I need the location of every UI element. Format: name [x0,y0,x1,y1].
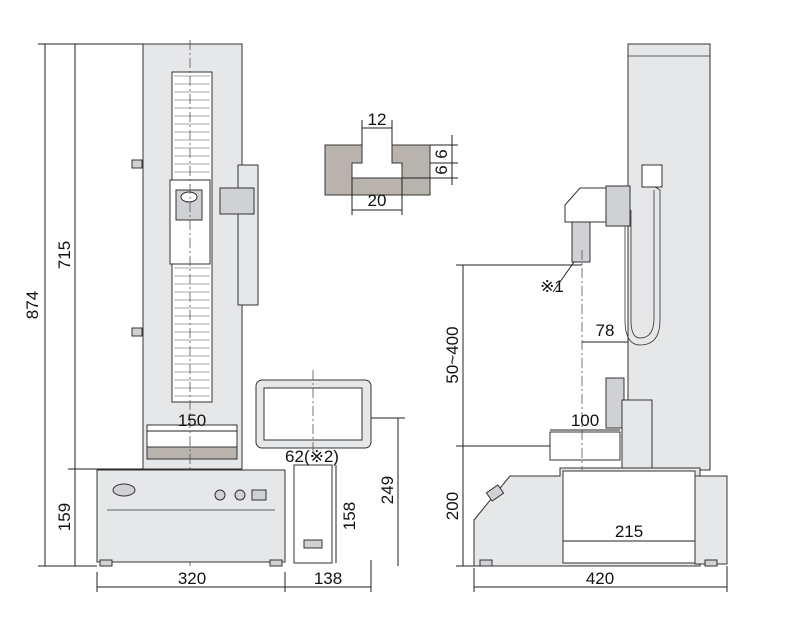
label-158: 158 [340,502,359,530]
side-cable-chain-inner [630,190,655,339]
side-foot-right [704,559,718,567]
controller-connector [303,539,323,549]
label-159: 159 [55,503,74,531]
side-head-mech [605,185,631,227]
label-6a: 6 [432,149,451,158]
label-100: 100 [571,411,599,430]
side-cable-chain [624,184,661,346]
label-138: 138 [314,569,342,588]
label-320: 320 [178,569,206,588]
side-table-bracket [605,377,625,429]
column-knob-lower [131,327,143,337]
front-base-button-2 [234,489,246,501]
front-foot-left [99,559,113,567]
front-base-button-1 [214,489,226,501]
label-note-1: ※1 [540,277,564,296]
label-stroke: 50~400 [443,326,462,383]
front-base-knob [112,483,136,497]
side-gauge-block [621,399,653,471]
front-head-hole [180,191,198,203]
column-knob-upper [131,159,143,169]
label-12: 12 [368,110,387,129]
front-side-gauge [237,164,259,306]
label-215: 215 [615,522,643,541]
label-20: 20 [368,191,387,210]
front-table-base [146,446,238,460]
leader-note-1 [552,261,575,293]
label-715: 715 [55,241,74,269]
side-column [627,43,711,471]
tslot-detail: 12 20 6 6 [324,110,458,215]
label-6b: 6 [432,165,451,174]
side-view: 50~400 200 78 100 215 420 ※1 [443,43,728,592]
side-base-panel [562,470,696,564]
side-chain-bracket [641,164,663,188]
side-table [549,431,621,461]
front-base-switch [251,489,267,501]
label-150: 150 [178,411,206,430]
label-62-note: 62(※2) [285,447,339,466]
front-gauge-head [219,187,255,215]
tslot-section [324,144,431,196]
side-foot-left [479,559,493,567]
label-78: 78 [596,321,615,340]
front-foot-right [269,559,283,567]
label-420: 420 [586,569,614,588]
label-874: 874 [23,291,42,319]
label-249: 249 [378,476,397,504]
front-head-block [175,189,203,221]
side-probe [571,221,591,263]
side-knob [485,484,505,502]
side-base-back [694,475,728,565]
label-200: 200 [443,492,462,520]
front-view: 874 715 159 320 138 150 158 249 62(※2) [23,40,405,592]
